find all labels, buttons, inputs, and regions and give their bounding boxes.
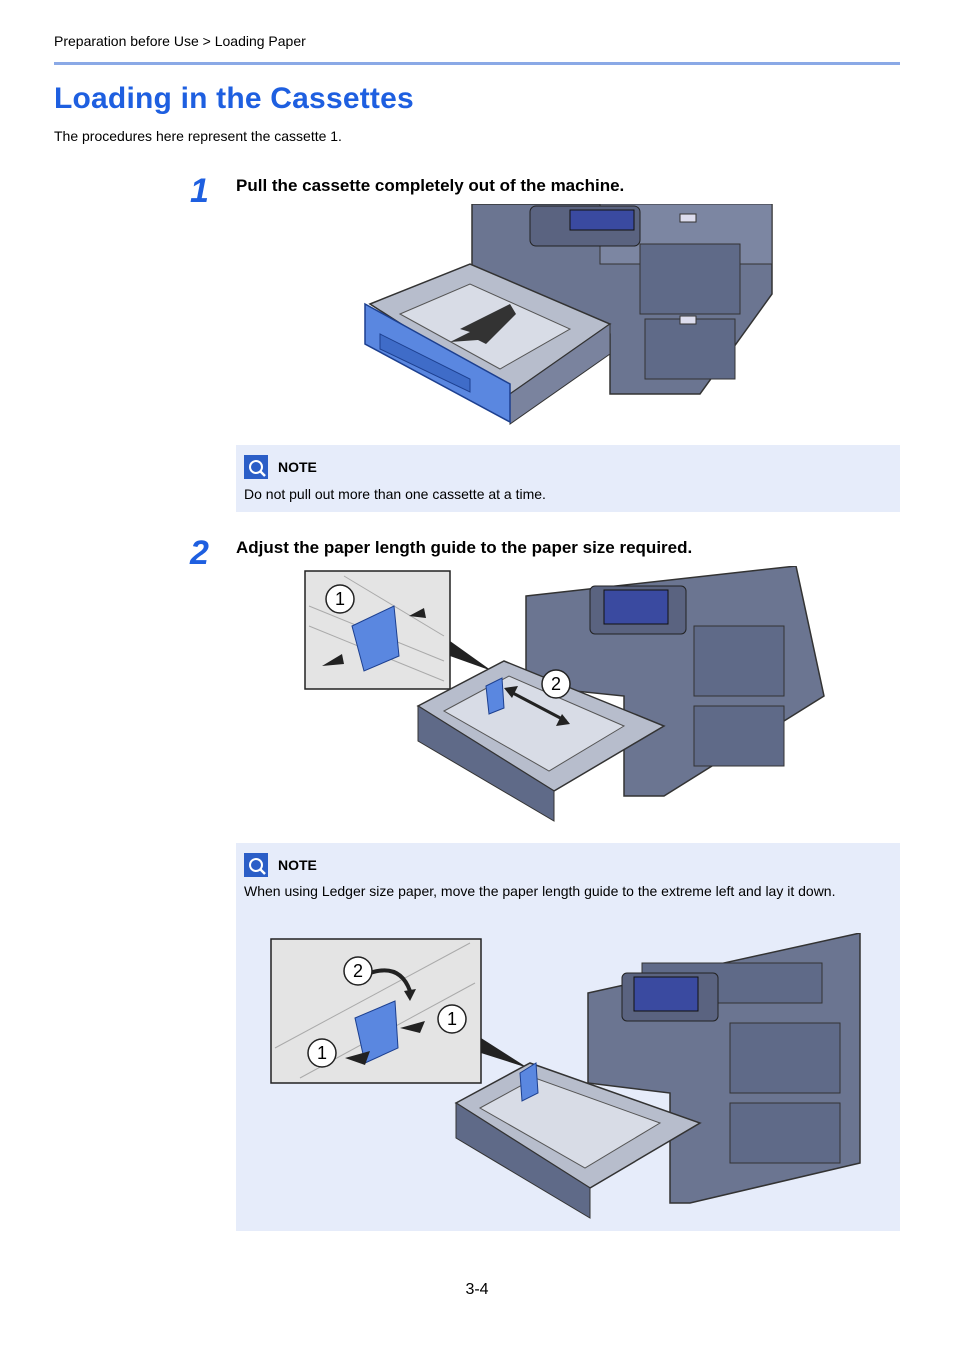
breadcrumb: Preparation before Use > Loading Paper [54, 33, 306, 49]
page-number: 3-4 [465, 1281, 489, 1298]
note-header: NOTE [244, 853, 317, 877]
cassette-pull-illustration [364, 204, 773, 425]
header-rule [54, 62, 900, 65]
step-1-title: Pull the cassette completely out of the … [236, 176, 625, 195]
callout-1: 1 [335, 589, 345, 609]
step-2-number: 2 [190, 534, 209, 572]
ledger-guide-illustration: 2 1 1 [270, 933, 861, 1219]
intro-text: The procedures here represent the casset… [54, 128, 342, 144]
callout-2: 2 [551, 674, 561, 694]
callout-1: 1 [317, 1043, 327, 1063]
callout-1: 1 [447, 1009, 457, 1029]
note-icon [244, 853, 268, 877]
step-2-title: Adjust the paper length guide to the pap… [236, 538, 693, 557]
note-header: NOTE [244, 455, 317, 479]
note-label: NOTE [278, 857, 317, 873]
note-box-1: NOTE Do not pull out more than one casse… [236, 445, 900, 512]
page-title: Loading in the Cassettes [54, 82, 414, 115]
note-box-2: NOTE When using Ledger size paper, move … [236, 843, 900, 1231]
note-text: When using Ledger size paper, move the p… [244, 883, 836, 899]
note-text: Do not pull out more than one cassette a… [244, 486, 546, 502]
callout-2: 2 [353, 961, 363, 981]
length-guide-illustration: 1 2 [304, 566, 825, 822]
note-label: NOTE [278, 459, 317, 475]
note-icon [244, 455, 268, 479]
step-1-number: 1 [190, 172, 209, 210]
